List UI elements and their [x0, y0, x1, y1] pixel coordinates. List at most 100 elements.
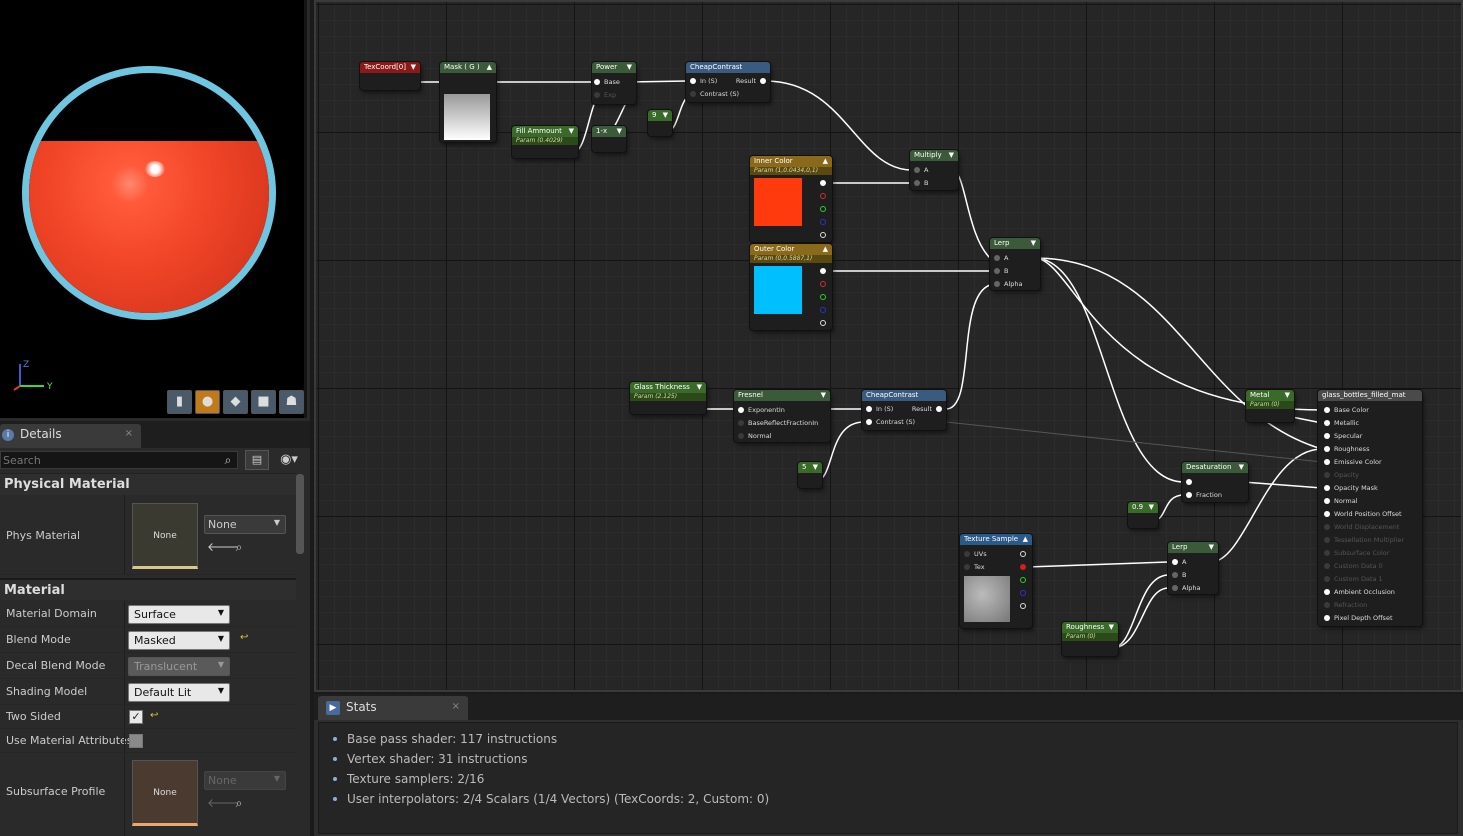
- use-selected-arrow-icon[interactable]: 🡐: [207, 796, 240, 810]
- result-pin[interactable]: Refraction: [1324, 601, 1367, 609]
- result-pin[interactable]: Normal: [1324, 497, 1358, 505]
- chevron-down-icon: ▼: [273, 518, 280, 527]
- outer-color-swatch: [754, 266, 802, 314]
- result-pin[interactable]: Roughness: [1324, 445, 1369, 453]
- result-pin[interactable]: Opacity Mask: [1324, 484, 1378, 492]
- blend-mode-label: Blend Mode: [6, 633, 71, 646]
- search-icon[interactable]: ⌕: [224, 453, 232, 467]
- inner-color-swatch: [754, 178, 802, 226]
- texcoord-node[interactable]: TexCoord[0]▼: [360, 62, 420, 90]
- node-title: Texture Sample: [964, 535, 1019, 543]
- stats-tab[interactable]: ▶ Stats ×: [318, 696, 468, 720]
- result-pin[interactable]: World Position Offset: [1324, 510, 1402, 518]
- lerp-node-2[interactable]: Lerp▼ A B Alpha: [1168, 542, 1218, 594]
- texture-sample-node[interactable]: Texture Sample▲ UVs Tex: [960, 534, 1032, 628]
- fill-ammount-node[interactable]: Fill Ammount▼ Param (0.4029): [512, 126, 578, 158]
- node-title: glass_bottles_filled_mat: [1322, 391, 1406, 399]
- result-pin[interactable]: Emissive Color: [1324, 458, 1382, 466]
- result-pin[interactable]: Custom Data 1: [1324, 575, 1383, 583]
- axis-z-label: Z: [23, 360, 29, 370]
- result-pin[interactable]: World Displacement: [1324, 523, 1399, 531]
- category-material[interactable]: Material: [0, 578, 296, 600]
- pin-label: Base Color: [1334, 406, 1369, 414]
- cylinder-preview-button[interactable]: ▮: [167, 390, 192, 414]
- roughness-node[interactable]: Roughness▼ Param (0): [1062, 622, 1118, 656]
- property-matrix-button[interactable]: ▤: [245, 450, 269, 470]
- close-icon[interactable]: ×: [451, 701, 460, 712]
- graph-wires: [412, 80, 1323, 649]
- outer-color-node[interactable]: Outer Color▲ Param (0,0.5887,1): [750, 244, 832, 330]
- cheapcontrast-node[interactable]: CheapContrast In (S) Contrast (S) Result: [686, 62, 770, 102]
- phys-material-thumbnail[interactable]: None: [132, 503, 198, 569]
- details-scrollbar[interactable]: [296, 474, 304, 554]
- specular-highlight: [145, 161, 165, 177]
- use-material-attributes-checkbox[interactable]: [129, 734, 143, 748]
- desaturation-node[interactable]: Desaturation▼ Fraction: [1182, 462, 1248, 502]
- mask-preview: [444, 94, 490, 140]
- lerp-node[interactable]: Lerp▼ A B Alpha: [990, 238, 1040, 290]
- use-selected-arrow-icon[interactable]: 🡐: [207, 540, 240, 554]
- power-node[interactable]: Power▼ Base Exp: [592, 62, 636, 104]
- material-graph-canvas[interactable]: TexCoord[0]▼ Mask ( G )▲ Power▼ Base Exp…: [314, 0, 1463, 692]
- subsurface-profile-combo[interactable]: None ▼: [204, 771, 286, 790]
- phys-material-label: Phys Material: [6, 529, 81, 542]
- view-options-button[interactable]: ◉▾: [272, 450, 306, 470]
- pin-label: Pixel Depth Offset: [1334, 614, 1393, 622]
- blend-mode-combo[interactable]: Masked▼: [128, 631, 230, 650]
- result-pin[interactable]: Custom Data 0: [1324, 562, 1383, 570]
- glass-thickness-node[interactable]: Glass Thickness▼ Param (2.125): [630, 382, 706, 414]
- mask-node[interactable]: Mask ( G )▲: [440, 62, 496, 142]
- reset-to-default-icon[interactable]: ↩: [150, 710, 159, 721]
- details-search-input[interactable]: [0, 451, 238, 469]
- material-domain-combo[interactable]: Surface▼: [128, 605, 230, 624]
- close-icon[interactable]: ×: [124, 428, 133, 439]
- node-title: Lerp: [994, 239, 1010, 247]
- result-pin[interactable]: Pixel Depth Offset: [1324, 614, 1393, 622]
- node-title: CheapContrast: [866, 391, 919, 399]
- subsurface-profile-row: Subsurface Profile None None ▼ 🡐 ⌕: [0, 753, 296, 836]
- metal-node[interactable]: Metal▼ Param (0): [1246, 390, 1294, 422]
- stats-line: Base pass shader: 117 instructions: [331, 729, 1445, 749]
- browse-search-icon[interactable]: ⌕: [235, 796, 243, 810]
- result-pin[interactable]: Opacity: [1324, 471, 1359, 479]
- teapot-preview-button[interactable]: ☗: [279, 390, 304, 414]
- plane-preview-button[interactable]: ◆: [223, 390, 248, 414]
- constant-9-node[interactable]: 9▼: [648, 110, 672, 136]
- result-pin[interactable]: Specular: [1324, 432, 1362, 440]
- subsurface-profile-value: None: [208, 774, 237, 787]
- node-title: Fill Ammount: [516, 127, 562, 135]
- browse-search-icon[interactable]: ⌕: [235, 540, 243, 554]
- inner-color-node[interactable]: Inner Color▲ Param (1,0.0434,0,1): [750, 156, 832, 242]
- shading-model-combo[interactable]: Default Lit▼: [128, 683, 230, 702]
- result-pin[interactable]: Metallic: [1324, 419, 1359, 427]
- details-tab[interactable]: i Details ×: [0, 424, 141, 448]
- result-pin[interactable]: Tessellation Multiplier: [1324, 536, 1404, 544]
- use-material-attributes-row: Use Material Attributes: [0, 729, 296, 753]
- multiply-node[interactable]: Multiply▼ A B: [910, 150, 958, 190]
- constant-0-9-node[interactable]: 0.9▼: [1128, 502, 1158, 528]
- details-tab-bar: i Details ×: [0, 421, 310, 448]
- fresnel-node[interactable]: Fresnel▼ ExponentIn BaseReflectFractionI…: [734, 390, 830, 442]
- subsurface-profile-thumbnail[interactable]: None: [132, 760, 198, 826]
- stats-list: Base pass shader: 117 instructions Verte…: [318, 722, 1458, 834]
- pin-label: Custom Data 1: [1334, 575, 1383, 583]
- constant-5-node[interactable]: 5▼: [798, 462, 822, 488]
- axis-y-label: Y: [46, 382, 53, 392]
- result-pin[interactable]: Subsurface Color: [1324, 549, 1389, 557]
- cheapcontrast-node-2[interactable]: CheapContrast In (S) Contrast (S) Result: [862, 390, 946, 430]
- phys-material-combo[interactable]: None ▼: [204, 515, 286, 534]
- sphere-preview-button[interactable]: ●: [195, 390, 220, 414]
- one-minus-node[interactable]: 1-x▼: [592, 126, 626, 152]
- decal-blend-mode-combo[interactable]: Translucent▼: [128, 657, 230, 676]
- result-pin[interactable]: Base Color: [1324, 406, 1369, 414]
- cube-preview-button[interactable]: ■: [251, 390, 276, 414]
- two-sided-checkbox[interactable]: ✓: [129, 710, 143, 724]
- node-subtitle: Param (0.4029): [512, 137, 578, 145]
- node-title: Metal: [1250, 391, 1270, 399]
- material-preview-viewport[interactable]: Z Y ▮ ● ◆ ■ ☗: [0, 0, 307, 418]
- reset-to-default-icon[interactable]: ↩: [240, 632, 249, 643]
- result-pin[interactable]: Ambient Occlusion: [1324, 588, 1395, 596]
- category-physical-material[interactable]: Physical Material: [0, 473, 296, 495]
- blend-mode-value: Masked: [134, 634, 176, 647]
